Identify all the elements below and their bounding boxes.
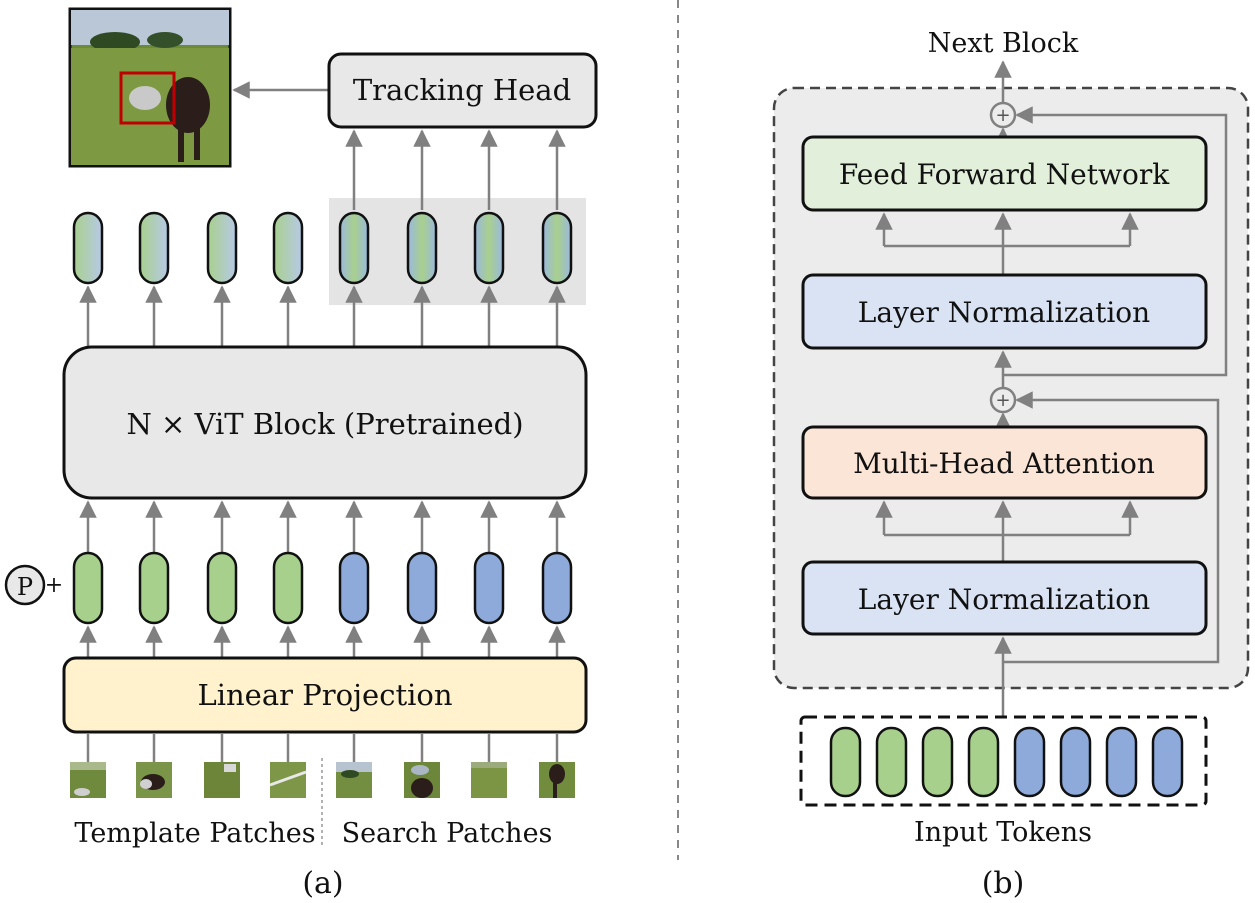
input-tokens: [829, 726, 1184, 798]
template-token: [272, 551, 304, 625]
input-tokens-label: Input Tokens: [914, 817, 1092, 848]
output-token: [473, 211, 505, 285]
layer-norm-bottom-box: [801, 560, 1208, 636]
linear-projection-box: [62, 656, 588, 734]
layer-norm-top-label: Layer Normalization: [858, 296, 1150, 329]
panel-a: Tracking Head: [4, 7, 598, 901]
output-token: [72, 211, 104, 285]
position-plus-sign: +: [45, 573, 63, 598]
search-token: [1059, 726, 1092, 798]
ffn-label: Feed Forward Network: [839, 158, 1170, 191]
search-patch: [539, 762, 575, 798]
output-token: [541, 211, 573, 285]
residual-add-middle-symbol: +: [995, 390, 1010, 411]
template-token: [138, 551, 170, 625]
search-token: [1151, 726, 1184, 798]
search-token: [406, 551, 438, 625]
tracking-bbox: [119, 71, 176, 125]
mha-label: Multi-Head Attention: [853, 447, 1155, 480]
template-token: [875, 726, 908, 798]
position-embedding-icon: [4, 564, 46, 606]
template-patch: [204, 762, 240, 798]
search-token: [473, 551, 505, 625]
tracking-head-label: Tracking Head: [353, 73, 571, 107]
search-token: [1105, 726, 1138, 798]
template-patch: [70, 762, 106, 798]
embedded-tokens: [72, 551, 573, 625]
input-tokens-container: [799, 715, 1208, 807]
residual-add-top-icon: [989, 101, 1017, 129]
next-block-label: Next Block: [928, 28, 1079, 59]
residual-add-middle-icon: [989, 386, 1017, 414]
linear-projection-label: Linear Projection: [197, 678, 452, 712]
panel-b: Next Block + Feed Forward Network Layer …: [772, 28, 1250, 901]
search-token: [1013, 726, 1046, 798]
residual-add-top-symbol: +: [995, 105, 1010, 126]
template-token: [829, 726, 862, 798]
template-token: [206, 551, 238, 625]
ffn-box: [801, 135, 1208, 212]
template-token: [967, 726, 1000, 798]
search-patches-label: Search Patches: [342, 818, 553, 849]
tracking-head-box: [327, 52, 598, 129]
vit-block-box: [62, 345, 588, 500]
layer-norm-bottom-label: Layer Normalization: [858, 583, 1150, 616]
output-token: [406, 211, 438, 285]
vit-block-label: N × ViT Block (Pretrained): [126, 407, 523, 441]
output-token: [272, 211, 304, 285]
search-token: [338, 551, 370, 625]
template-token: [921, 726, 954, 798]
layer-norm-top-box: [801, 273, 1208, 350]
template-token: [72, 551, 104, 625]
position-embedding-label: P: [17, 573, 33, 601]
caption-a: (a): [302, 866, 343, 901]
output-tokens: [72, 211, 573, 285]
image-patches: [70, 762, 575, 798]
template-patches-label: Template Patches: [74, 818, 315, 849]
output-token: [338, 211, 370, 285]
caption-b: (b): [982, 866, 1025, 901]
template-patch: [136, 762, 172, 798]
search-patch: [471, 762, 507, 798]
search-token: [541, 551, 573, 625]
search-patch: [336, 762, 372, 798]
template-patch: [269, 762, 307, 798]
output-token: [206, 211, 238, 285]
mha-box: [801, 425, 1208, 500]
search-patch: [404, 762, 440, 798]
result-image: [68, 7, 232, 168]
output-token: [138, 211, 170, 285]
